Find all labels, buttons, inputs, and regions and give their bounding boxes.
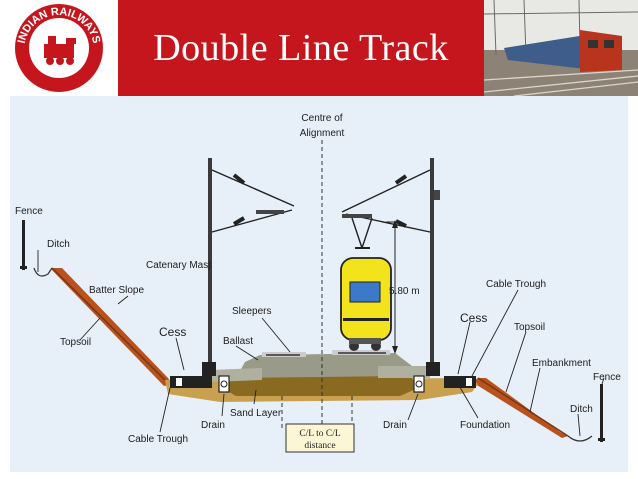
catenary-mast-right xyxy=(341,158,440,376)
label-cable-trough-left: Cable Trough xyxy=(128,434,188,445)
ditch-left-shape xyxy=(33,267,53,277)
leader-lines xyxy=(37,250,605,437)
catenary-mast-left xyxy=(202,158,295,376)
label-cess-right: Cess xyxy=(460,311,487,325)
height-dimension xyxy=(386,220,400,354)
label-cl-distance-1: C/L to C/L xyxy=(299,429,341,439)
label-ditch-left: Ditch xyxy=(47,239,70,250)
cl-distance-box xyxy=(285,423,355,453)
slide-title: Double Line Track xyxy=(153,27,449,69)
label-drain-right: Drain xyxy=(383,420,407,431)
label-fence-right: Fence xyxy=(593,372,621,383)
label-ditch-right: Ditch xyxy=(570,404,593,415)
label-ballast: Ballast xyxy=(223,336,253,347)
label-cable-trough-right: Cable Trough xyxy=(486,279,546,290)
label-centre-2: Alignment xyxy=(300,128,345,139)
label-height: 5.80 m xyxy=(389,286,420,297)
train-car xyxy=(340,217,392,351)
fence-right xyxy=(598,384,605,442)
label-foundation: Foundation xyxy=(460,420,510,431)
embankment-right xyxy=(472,377,569,438)
fence-left xyxy=(20,220,27,270)
label-sleepers: Sleepers xyxy=(232,306,271,317)
label-catenary-mast: Catenary Mast xyxy=(146,260,211,271)
ditch-right-shape xyxy=(567,435,593,442)
drains-and-troughs xyxy=(170,375,476,393)
label-embankment: Embankment xyxy=(532,358,591,369)
indian-railways-logo: INDIAN RAILWAYS xyxy=(0,0,118,96)
embankment-left xyxy=(51,267,172,386)
label-topsoil-right: Topsoil xyxy=(514,322,545,333)
label-topsoil-left: Topsoil xyxy=(60,337,91,348)
formation xyxy=(165,353,478,402)
label-cess-left: Cess xyxy=(159,325,186,339)
label-fence-left: Fence xyxy=(15,206,43,217)
label-batter-slope: Batter Slope xyxy=(89,285,144,296)
label-cl-distance-2: distance xyxy=(304,441,335,451)
label-centre-1: Centre of xyxy=(301,113,342,124)
track-rails xyxy=(262,350,390,357)
label-sand-layer: Sand Layer xyxy=(230,408,282,419)
train-photo xyxy=(484,0,638,96)
label-drain-left: Drain xyxy=(201,420,225,431)
